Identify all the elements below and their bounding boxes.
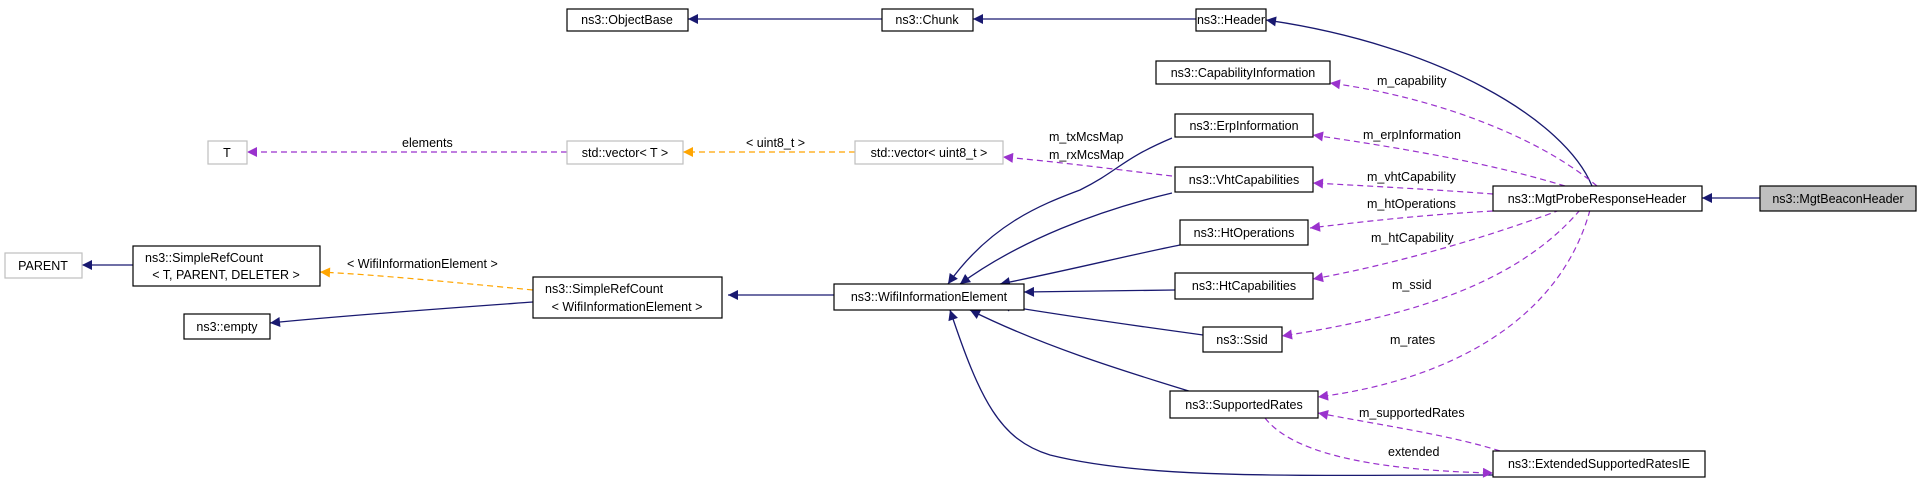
node-erpinformation[interactable]: ns3::ErpInformation bbox=[1174, 113, 1314, 138]
node-parent[interactable]: PARENT bbox=[4, 252, 83, 279]
label-m-htcapability: m_htCapability bbox=[1371, 231, 1454, 245]
edge-use-m-capability bbox=[1329, 79, 1598, 187]
node-t[interactable]: T bbox=[207, 140, 248, 165]
edge-use-m-htoperations bbox=[1309, 210, 1494, 232]
label-uint8-t: < uint8_t > bbox=[746, 136, 805, 150]
label-m-rates: m_rates bbox=[1390, 333, 1435, 347]
edge-use-m-vhtcapability bbox=[1312, 178, 1494, 195]
edge-use-m-rates bbox=[1317, 209, 1591, 401]
edge-srcw-to-empty bbox=[269, 301, 534, 327]
label-m-rxmcsmap: m_rxMcsMap bbox=[1049, 148, 1124, 162]
node-chunk[interactable]: ns3::Chunk bbox=[881, 8, 974, 32]
inheritance-edges bbox=[82, 14, 1760, 477]
edge-use-m-erpinformation bbox=[1312, 131, 1566, 187]
node-wifiinformationelement[interactable]: ns3::WifiInformationElement bbox=[833, 283, 1025, 311]
edge-vht-to-wie bbox=[959, 192, 1173, 285]
edge-ssid-to-wie bbox=[999, 301, 1204, 336]
edge-erp-to-wie bbox=[947, 137, 1173, 285]
node-objectbase-label: ns3::ObjectBase bbox=[581, 13, 673, 27]
node-objectbase[interactable]: ns3::ObjectBase bbox=[566, 8, 689, 32]
node-simplerefcount-template[interactable]: ns3::SimpleRefCount < T, PARENT, DELETER… bbox=[132, 245, 321, 287]
node-empty-label: ns3::empty bbox=[196, 320, 258, 334]
usage-edges bbox=[247, 79, 1598, 478]
label-m-capability: m_capability bbox=[1377, 74, 1447, 88]
node-vector-uint8-label: std::vector< uint8_t > bbox=[871, 146, 988, 160]
node-parent-label: PARENT bbox=[18, 259, 68, 273]
node-simplerefcount-wie-line2: < WifiInformationElement > bbox=[552, 300, 703, 314]
edge-labels: m_capability m_erpInformation m_txMcsMap… bbox=[347, 74, 1465, 459]
edge-use-mcsmap bbox=[1002, 152, 1173, 177]
node-simplerefcount-template-line2: < T, PARENT, DELETER > bbox=[152, 268, 300, 282]
node-supportedrates[interactable]: ns3::SupportedRates bbox=[1169, 390, 1319, 419]
node-supportedrates-label: ns3::SupportedRates bbox=[1185, 398, 1302, 412]
label-m-erpinformation: m_erpInformation bbox=[1363, 128, 1461, 142]
node-chunk-label: ns3::Chunk bbox=[895, 13, 959, 27]
edge-probe-to-header bbox=[1265, 16, 1593, 187]
node-empty[interactable]: ns3::empty bbox=[183, 313, 271, 340]
edge-use-m-htcapability bbox=[1312, 209, 1561, 283]
node-vector-uint8[interactable]: std::vector< uint8_t > bbox=[854, 140, 1004, 165]
label-extended: extended bbox=[1388, 445, 1439, 459]
label-m-supportedrates: m_supportedRates bbox=[1359, 406, 1465, 420]
node-vhtcapabilities[interactable]: ns3::VhtCapabilities bbox=[1174, 166, 1314, 193]
edge-htop-to-wie bbox=[999, 244, 1181, 287]
edge-extrates-to-wie bbox=[948, 309, 1494, 477]
node-header[interactable]: ns3::Header bbox=[1195, 8, 1267, 32]
node-mgtbeaconheader-label: ns3::MgtBeaconHeader bbox=[1772, 192, 1903, 206]
node-ssid[interactable]: ns3::Ssid bbox=[1202, 326, 1283, 353]
edge-use-m-supportedrates bbox=[1317, 409, 1501, 452]
edge-use-m-ssid bbox=[1281, 209, 1581, 340]
node-capabilityinformation-label: ns3::CapabilityInformation bbox=[1171, 66, 1316, 80]
node-mgtproberesponseheader-label: ns3::MgtProbeResponseHeader bbox=[1508, 192, 1687, 206]
label-m-txmcsmap: m_txMcsMap bbox=[1049, 130, 1123, 144]
node-wifiinformationelement-label: ns3::WifiInformationElement bbox=[851, 290, 1008, 304]
node-simplerefcount-template-line1: ns3::SimpleRefCount bbox=[145, 251, 264, 265]
node-vector-t[interactable]: std::vector< T > bbox=[566, 140, 684, 165]
node-htoperations[interactable]: ns3::HtOperations bbox=[1179, 219, 1309, 246]
label-elements: elements bbox=[402, 136, 453, 150]
node-htoperations-label: ns3::HtOperations bbox=[1194, 226, 1295, 240]
node-vector-t-label: std::vector< T > bbox=[582, 146, 668, 160]
node-header-label: ns3::Header bbox=[1197, 13, 1265, 27]
node-vhtcapabilities-label: ns3::VhtCapabilities bbox=[1189, 173, 1299, 187]
node-mgtproberesponseheader[interactable]: ns3::MgtProbeResponseHeader bbox=[1492, 185, 1703, 212]
node-mgtbeaconheader[interactable]: ns3::MgtBeaconHeader bbox=[1759, 185, 1917, 212]
edge-suprates-to-wie bbox=[969, 309, 1193, 393]
node-erpinformation-label: ns3::ErpInformation bbox=[1189, 119, 1298, 133]
edge-htcap-to-wie bbox=[1023, 286, 1176, 297]
node-simplerefcount-wie[interactable]: ns3::SimpleRefCount < WifiInformationEle… bbox=[532, 276, 723, 319]
edge-use-extended bbox=[1264, 417, 1494, 478]
node-htcapabilities-label: ns3::HtCapabilities bbox=[1192, 279, 1296, 293]
node-simplerefcount-wie-line1: ns3::SimpleRefCount bbox=[545, 282, 664, 296]
node-htcapabilities[interactable]: ns3::HtCapabilities bbox=[1174, 272, 1314, 300]
node-extendedsupportedratesie[interactable]: ns3::ExtendedSupportedRatesIE bbox=[1492, 450, 1706, 478]
label-m-ssid: m_ssid bbox=[1392, 278, 1432, 292]
node-extendedsupportedratesie-label: ns3::ExtendedSupportedRatesIE bbox=[1508, 457, 1690, 471]
label-wie-template: < WifiInformationElement > bbox=[347, 257, 498, 271]
label-m-htoperations: m_htOperations bbox=[1367, 197, 1456, 211]
node-ssid-label: ns3::Ssid bbox=[1216, 333, 1267, 347]
edge-tpl-wie bbox=[319, 267, 534, 291]
node-t-label: T bbox=[223, 146, 231, 160]
node-capabilityinformation[interactable]: ns3::CapabilityInformation bbox=[1155, 60, 1331, 85]
label-m-vhtcapability: m_vhtCapability bbox=[1367, 170, 1457, 184]
